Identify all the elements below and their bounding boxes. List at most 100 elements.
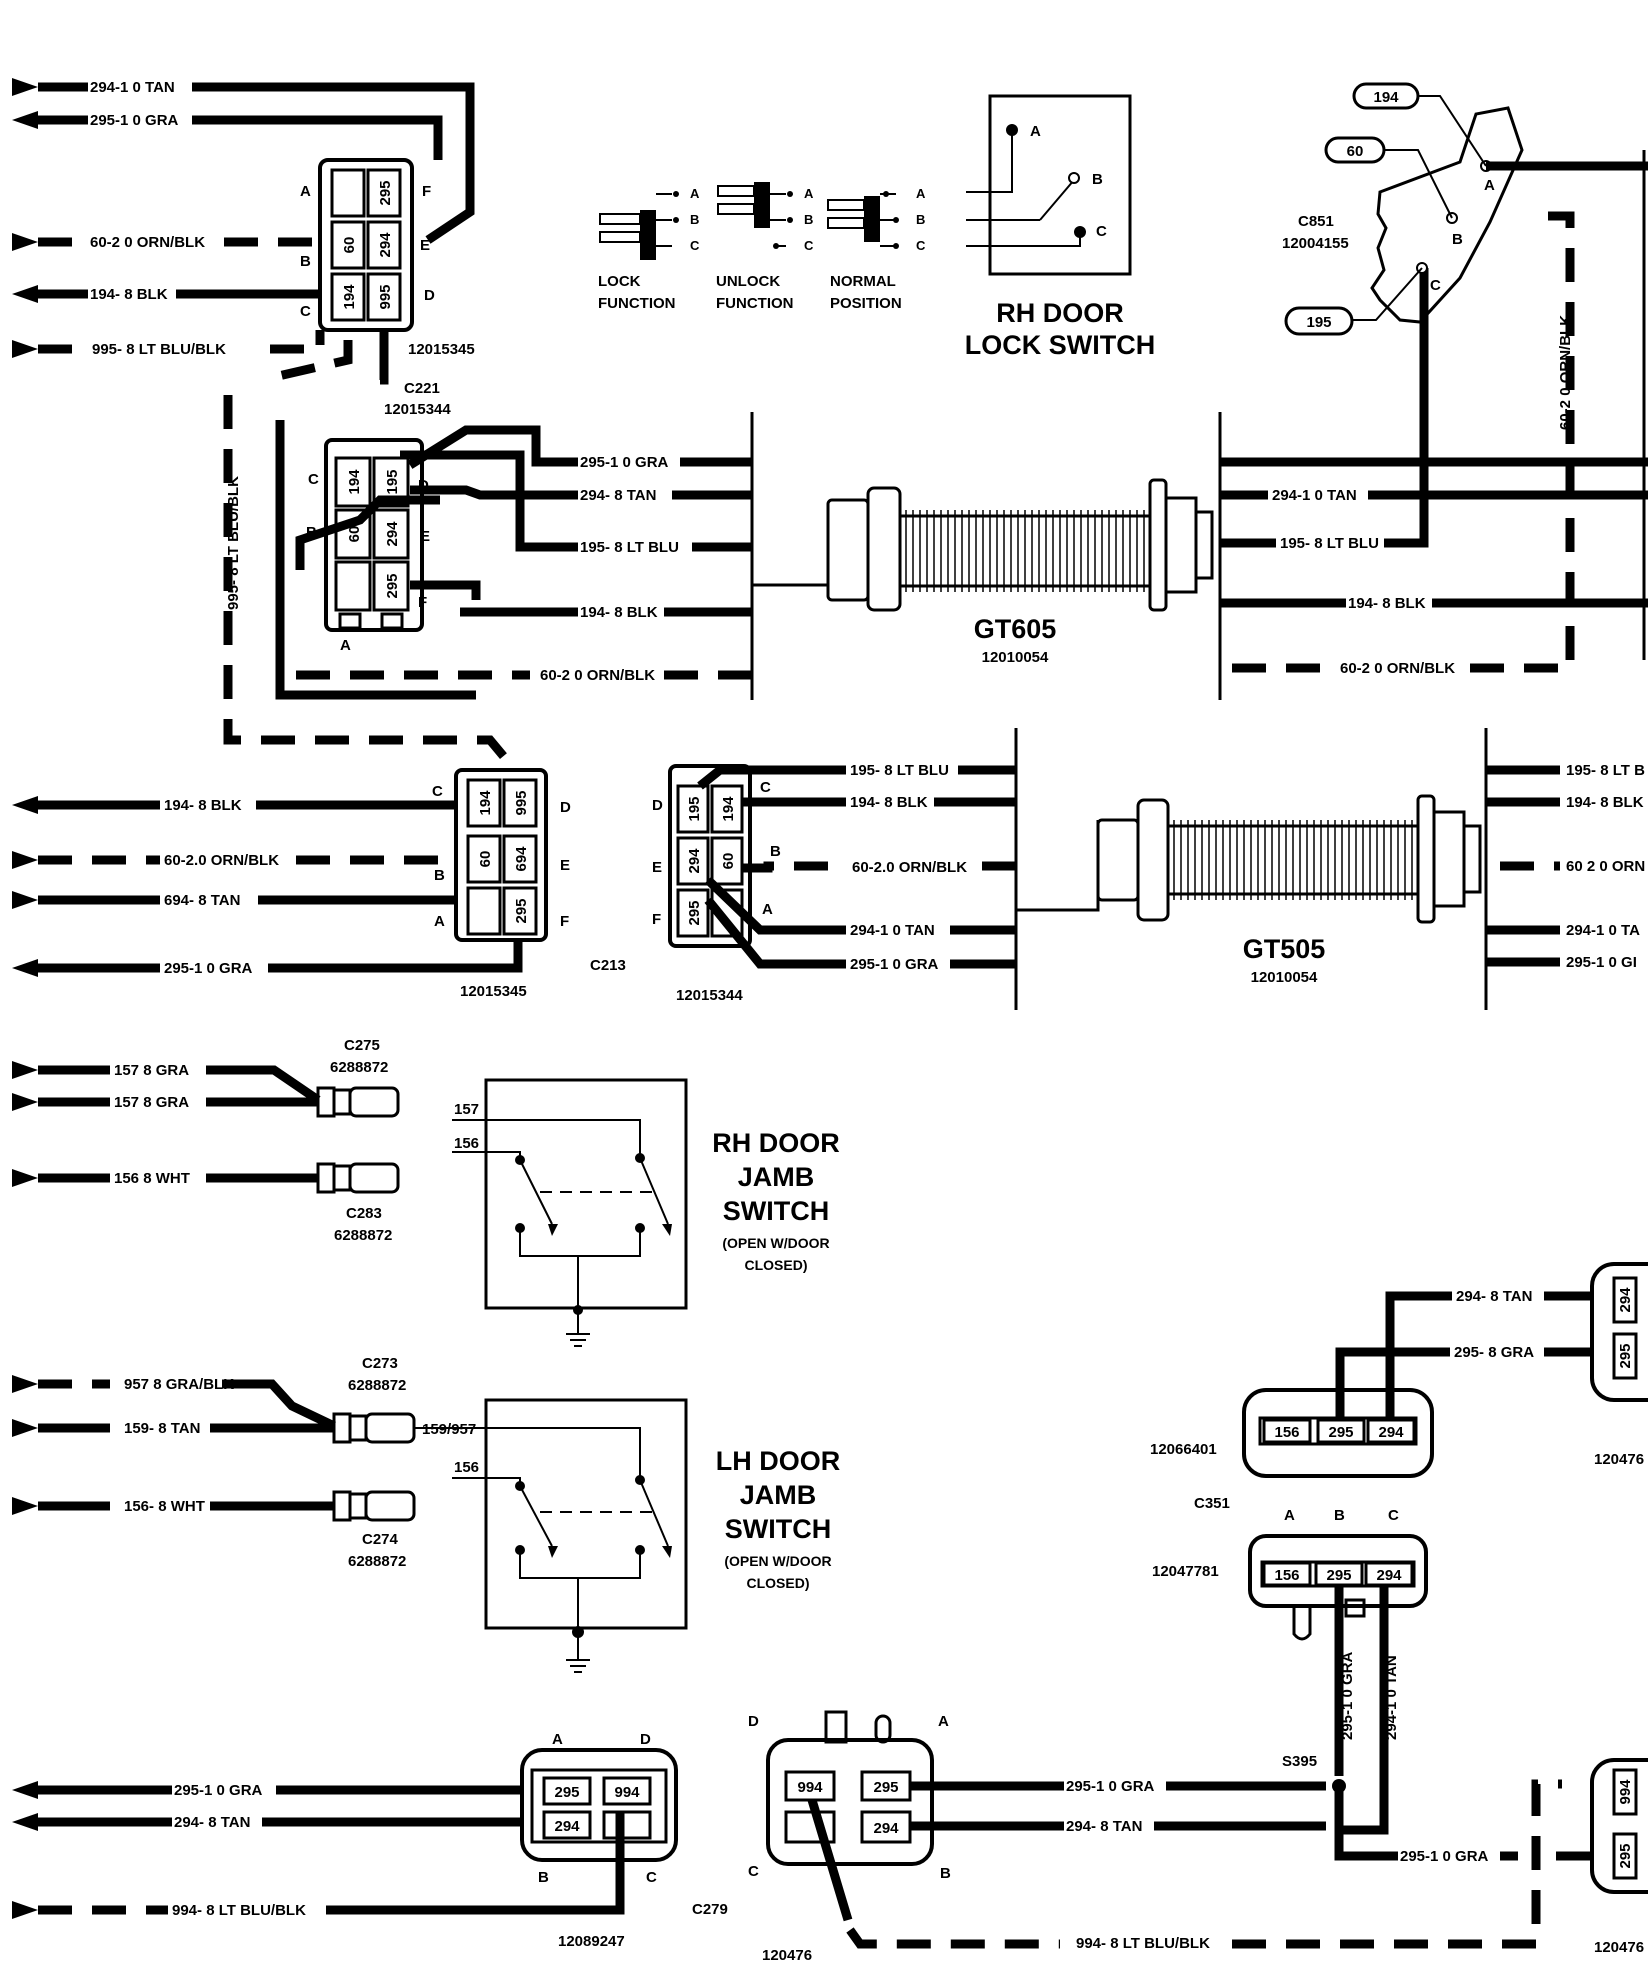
pin-label: 195	[384, 469, 401, 494]
pin-label: 295	[1326, 1567, 1351, 1584]
component-title: JAMB	[738, 1162, 815, 1192]
terminal-letter: A	[1030, 123, 1041, 140]
gt605-right-wires: 294-1 0 TAN 195- 8 LT BLU 194- 8 BLK 60-…	[1220, 150, 1648, 677]
part-number: 12015345	[408, 341, 475, 358]
terminal-letter: B	[690, 212, 699, 227]
c221-upper-wires: 294-1 0 TAN 295-1 0 GRA 60-2 0 ORN/BLK 1…	[12, 78, 475, 358]
gt505-grommet: GT505 12010054	[1014, 728, 1488, 1010]
callout-label: 195	[1306, 314, 1331, 331]
wire-label: 294-1 0 TAN	[1383, 1655, 1400, 1740]
wire-label: 995- 8 LT BLU/BLK	[92, 341, 226, 358]
wire-label: 194- 8 BLK	[1348, 595, 1426, 612]
wire-label: 294-1 0 TAN	[850, 922, 935, 939]
lh-jamb-terminals: C273 6288872 C274 6288872	[332, 1355, 416, 1570]
pin-label: 294	[377, 232, 394, 258]
note: (OPEN W/DOOR	[724, 1553, 831, 1569]
wire-label: 60-2 0 ORN/BLK	[90, 234, 205, 251]
pin-label: 295	[384, 573, 401, 598]
splice-id: S395	[1282, 1753, 1317, 1770]
pin-label: 156	[1274, 1567, 1299, 1584]
pin-label: 60	[341, 237, 358, 254]
pin-letter: F	[422, 183, 431, 200]
wire-label: 295-1 0 GRA	[164, 960, 253, 977]
wire-label: 60-2.0 ORN/BLK	[164, 852, 279, 869]
wire-label: 294-1 0 TAN	[1272, 487, 1357, 504]
pin-label: 694	[513, 846, 530, 872]
legend-label: FUNCTION	[716, 295, 794, 312]
pin-letter: C	[308, 471, 319, 488]
terminal-letter: C	[1096, 223, 1107, 240]
pin-label: 295	[513, 898, 530, 923]
c213-left-wires: 194- 8 BLK 60-2.0 ORN/BLK 694- 8 TAN 295…	[12, 796, 523, 977]
part-number: 120476	[1594, 1451, 1644, 1468]
c851-connector: A B C C851 12004155 194 60 195	[1282, 82, 1648, 336]
part-number: 12047781	[1152, 1563, 1219, 1580]
part-number: 12089247	[558, 1933, 625, 1950]
pin-label: 194	[720, 796, 737, 822]
pin-label: 60	[346, 526, 363, 543]
wire-label: 295- 8 GRA	[1454, 1344, 1534, 1361]
pin-letter: A	[434, 913, 445, 930]
c221-interconnect: 995- 8 LT BLU/BLK	[223, 330, 524, 779]
pin-letter: D	[640, 1731, 651, 1748]
pin-letter: C	[432, 783, 443, 800]
pin-letter: E	[560, 857, 570, 874]
wire-label: 294- 8 TAN	[580, 487, 656, 504]
pin-letter: B	[434, 867, 445, 884]
component-title: GT505	[1243, 934, 1326, 964]
part-number: 6288872	[330, 1059, 388, 1076]
rh-door-lock-switch: A B C RH DOOR LOCK SWITCH	[965, 94, 1155, 360]
connector-id: C275	[344, 1037, 380, 1054]
pin-letter: A	[340, 637, 351, 654]
lh-door-jamb-switch: 159/957 156 LH DOOR JAMB SWITCH (OPEN W/…	[414, 1398, 840, 1673]
pin-letter: A	[300, 183, 311, 200]
pin-label: 194	[477, 790, 494, 816]
legend-label: UNLOCK	[716, 273, 780, 290]
connector-id: C283	[346, 1205, 382, 1222]
pin-label: 294	[873, 1820, 899, 1837]
wire-label: 60-2 0 ORN/BLK	[1340, 660, 1455, 677]
terminal-letter: B	[916, 212, 925, 227]
circuit-label: 156	[454, 1135, 479, 1152]
pin-letter: C	[646, 1869, 657, 1886]
wire-label: 195- 8 LT BLU	[850, 762, 949, 779]
callout-label: 60	[1347, 143, 1364, 160]
wire-label: 295-1 0 GRA	[850, 956, 939, 973]
component-title: SWITCH	[723, 1196, 829, 1226]
pin-letter: B	[940, 1865, 951, 1882]
wire-label: 294- 8 TAN	[1456, 1288, 1532, 1305]
lock-switch-legend: A B C LOCK FUNCTION A B C UNLOCK FUNCTIO…	[598, 182, 926, 312]
pin-label: 295	[873, 1779, 898, 1796]
wire-label: 195- 8 LT BLU	[580, 539, 679, 556]
wire-label: 994- 8 LT BLU/BLK	[1076, 1935, 1210, 1952]
gt605-grommet: GT605 12010054	[750, 412, 1222, 700]
component-title: GT605	[974, 614, 1057, 644]
pin-label: 294	[686, 848, 703, 874]
pin-letter: A	[552, 1731, 563, 1748]
component-title: JAMB	[740, 1480, 817, 1510]
component-title: RH DOOR	[996, 298, 1124, 328]
pin-letter: D	[424, 287, 435, 304]
callout-label: 194	[1373, 89, 1399, 106]
pin-label: 995	[377, 284, 394, 309]
part-number: 12066401	[1150, 1441, 1217, 1458]
c351-lower-connector: 156 295 294 12047781 295-1 0 GRA 294-1 0…	[1152, 1534, 1428, 1835]
wire-label: 995- 8 LT BLU/BLK	[225, 476, 242, 610]
wire-label: 156 8 WHT	[114, 1170, 190, 1187]
c279-far-right-connector: 994 295 120476	[1590, 1758, 1648, 1956]
c351-right-connector: 294 295 120476	[1590, 1262, 1648, 1468]
wire-label: 295-1 0 GRA	[1339, 1651, 1356, 1740]
pin-letter: E	[652, 859, 662, 876]
legend-label: LOCK	[598, 273, 641, 290]
connector-id: C213	[590, 957, 626, 974]
wire-label: 60-2 0 ORN/BLK	[1557, 315, 1574, 430]
legend-label: POSITION	[830, 295, 902, 312]
legend-unlock: A B C UNLOCK FUNCTION	[716, 182, 814, 312]
part-number: 12010054	[1251, 969, 1318, 986]
part-number: 120476	[762, 1947, 812, 1964]
terminal-letter: B	[1092, 171, 1103, 188]
pin-letter: A	[762, 901, 773, 918]
component-title: SWITCH	[725, 1514, 831, 1544]
pin-letter: E	[420, 528, 430, 545]
rh-door-jamb-switch: 157 156 RH DOOR JAMB SWITCH (OPEN W/DOOR…	[452, 1078, 840, 1347]
